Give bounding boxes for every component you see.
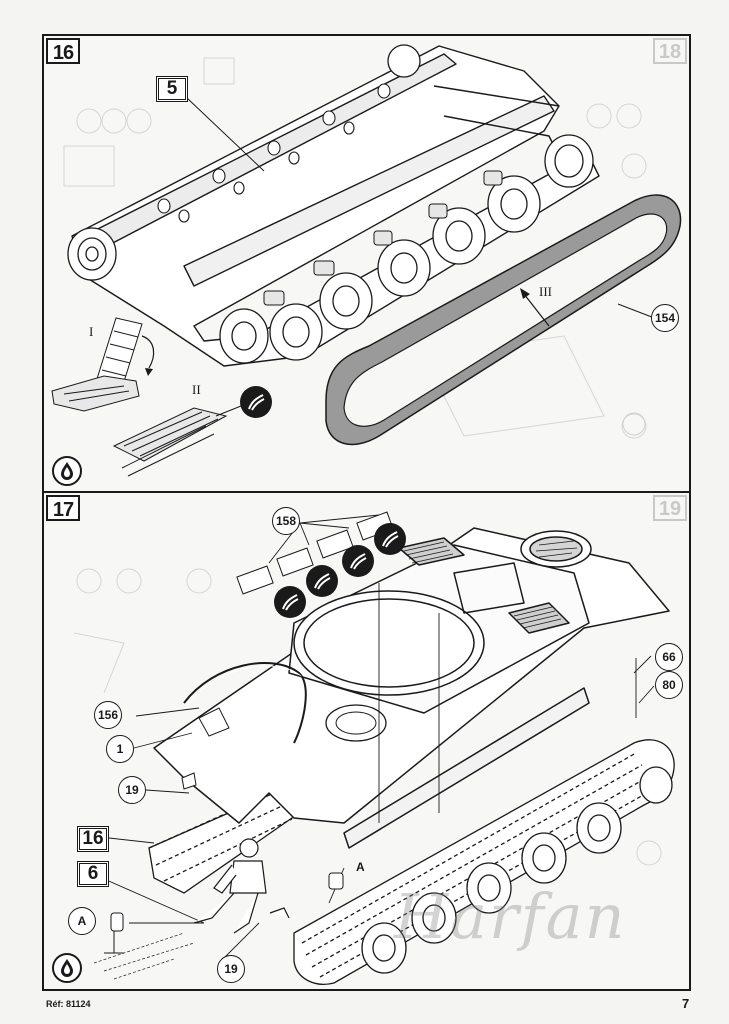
water-drop-icon (52, 953, 82, 983)
cement-glue-icon (342, 545, 374, 577)
step-16-panel: 16 18 (42, 34, 691, 493)
step-17-panel: 17 19 (42, 491, 691, 991)
cement-glue-icon (240, 386, 272, 418)
reference-number: 81124 (66, 999, 91, 1009)
reference-code: Réf: 81124 (46, 999, 91, 1009)
box-ref-6: 6 (77, 861, 109, 887)
roman-label-II: II (192, 382, 201, 397)
part-callout-19: 19 (118, 776, 146, 804)
ghost-step-number: 19 (653, 495, 687, 521)
step-number: 16 (46, 38, 80, 64)
letter-label-A: A (356, 860, 365, 874)
part-callout-66: 66 (655, 643, 683, 671)
box-ref-16: 16 (77, 826, 109, 852)
roman-label-I: I (89, 324, 94, 339)
water-drop-icon (52, 456, 82, 486)
part-callout-19-lower: 19 (217, 955, 245, 983)
part-callout-154: 154 (651, 304, 679, 332)
part-callout-80: 80 (655, 671, 683, 699)
letter-callout-A: A (68, 907, 96, 935)
step-number: 17 (46, 495, 80, 521)
page-number: 7 (682, 996, 690, 1011)
cement-glue-icon (306, 565, 338, 597)
reference-label: Réf: (46, 999, 64, 1009)
cement-glue-icon (374, 523, 406, 555)
watermark-signature: Harfan (394, 880, 627, 953)
part-callout-1: 1 (106, 735, 134, 763)
roman-label-III: III (539, 284, 552, 299)
cement-glue-icon (274, 586, 306, 618)
hull-chassis-drawing (51, 44, 682, 477)
part-callout-156: 156 (94, 701, 122, 729)
ghost-step-number: 18 (653, 38, 687, 64)
box-ref-5: 5 (156, 76, 188, 102)
part-callout-158: 158 (272, 507, 300, 535)
tank-assembly-drawing (73, 511, 675, 985)
